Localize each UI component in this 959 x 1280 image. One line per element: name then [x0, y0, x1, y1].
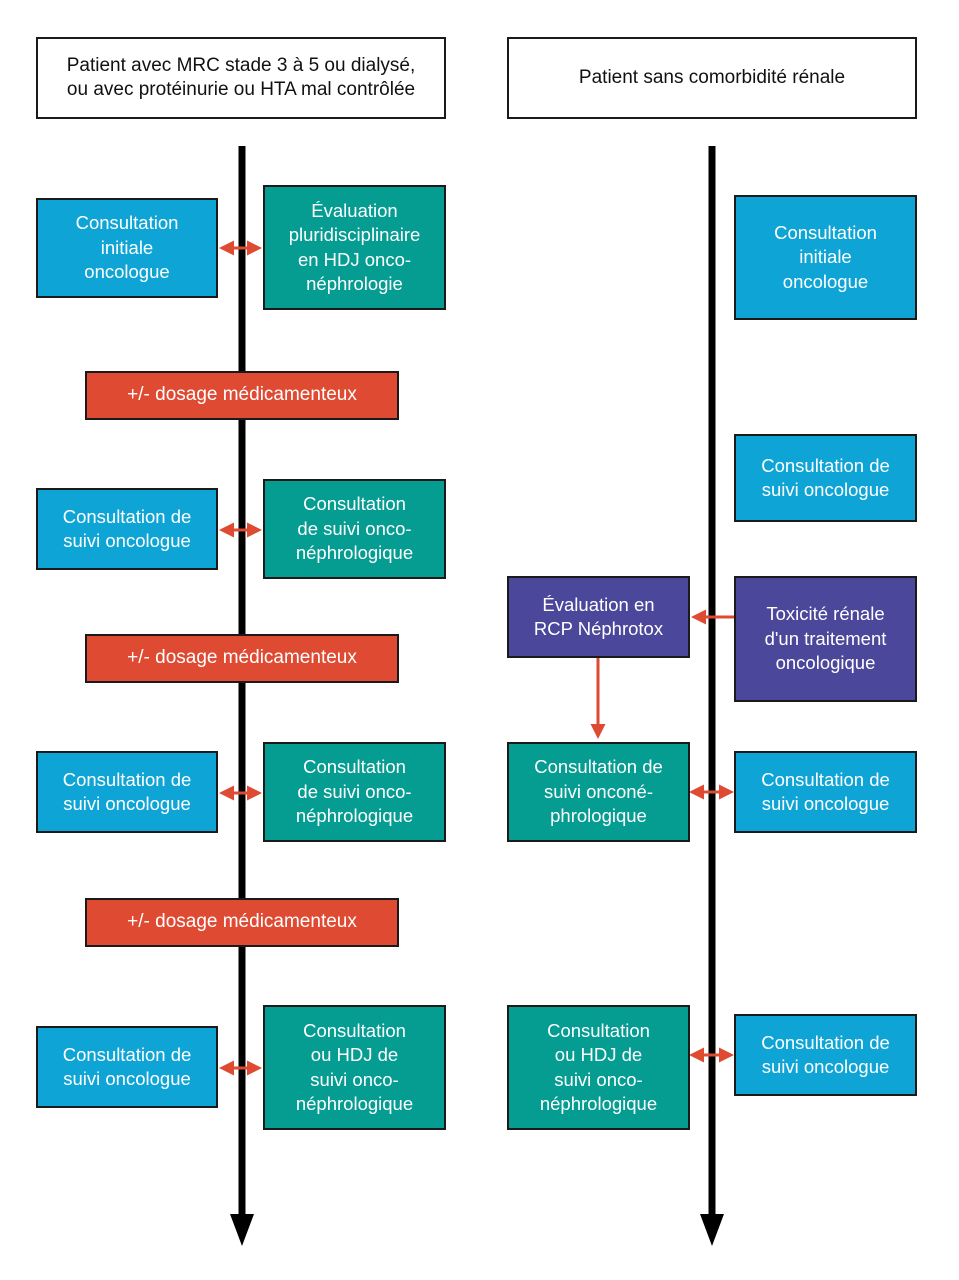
left-dosage-3: +/- dosage médicamenteux — [85, 898, 399, 947]
left-nephro-followup-2: Consultation de suivi onco- néphrologiqu… — [263, 742, 446, 842]
left-dosage-1: +/- dosage médicamenteux — [85, 371, 399, 420]
right-nephro-followup-1: Consultation de suivi onconé- phrologiqu… — [507, 742, 690, 842]
left-nephro-evaluation: Évaluation pluridisciplinaire en HDJ onc… — [263, 185, 446, 310]
right-oncologist-initial: Consultation initiale oncologue — [734, 195, 917, 320]
renal-toxicity: Toxicité rénale d'un traitement oncologi… — [734, 576, 917, 702]
left-oncologist-followup-2: Consultation de suivi oncologue — [36, 751, 218, 833]
right-timeline — [700, 146, 724, 1246]
right-nephro-followup-2: Consultation ou HDJ de suivi onco- néphr… — [507, 1005, 690, 1130]
right-oncologist-followup-1: Consultation de suivi oncologue — [734, 434, 917, 522]
left-nephro-followup-1: Consultation de suivi onco- néphrologiqu… — [263, 479, 446, 579]
left-oncologist-followup-3: Consultation de suivi oncologue — [36, 1026, 218, 1108]
left-oncologist-initial: Consultation initiale oncologue — [36, 198, 218, 298]
right-oncologist-followup-3: Consultation de suivi oncologue — [734, 1014, 917, 1096]
left-header: Patient avec MRC stade 3 à 5 ou dialysé,… — [36, 37, 446, 119]
right-header: Patient sans comorbidité rénale — [507, 37, 917, 119]
rcp-nephrotox-evaluation: Évaluation en RCP Néphrotox — [507, 576, 690, 658]
left-oncologist-followup-1: Consultation de suivi oncologue — [36, 488, 218, 570]
right-oncologist-followup-2: Consultation de suivi oncologue — [734, 751, 917, 833]
left-nephro-followup-3: Consultation ou HDJ de suivi onco- néphr… — [263, 1005, 446, 1130]
left-dosage-2: +/- dosage médicamenteux — [85, 634, 399, 683]
left-timeline — [230, 146, 254, 1246]
